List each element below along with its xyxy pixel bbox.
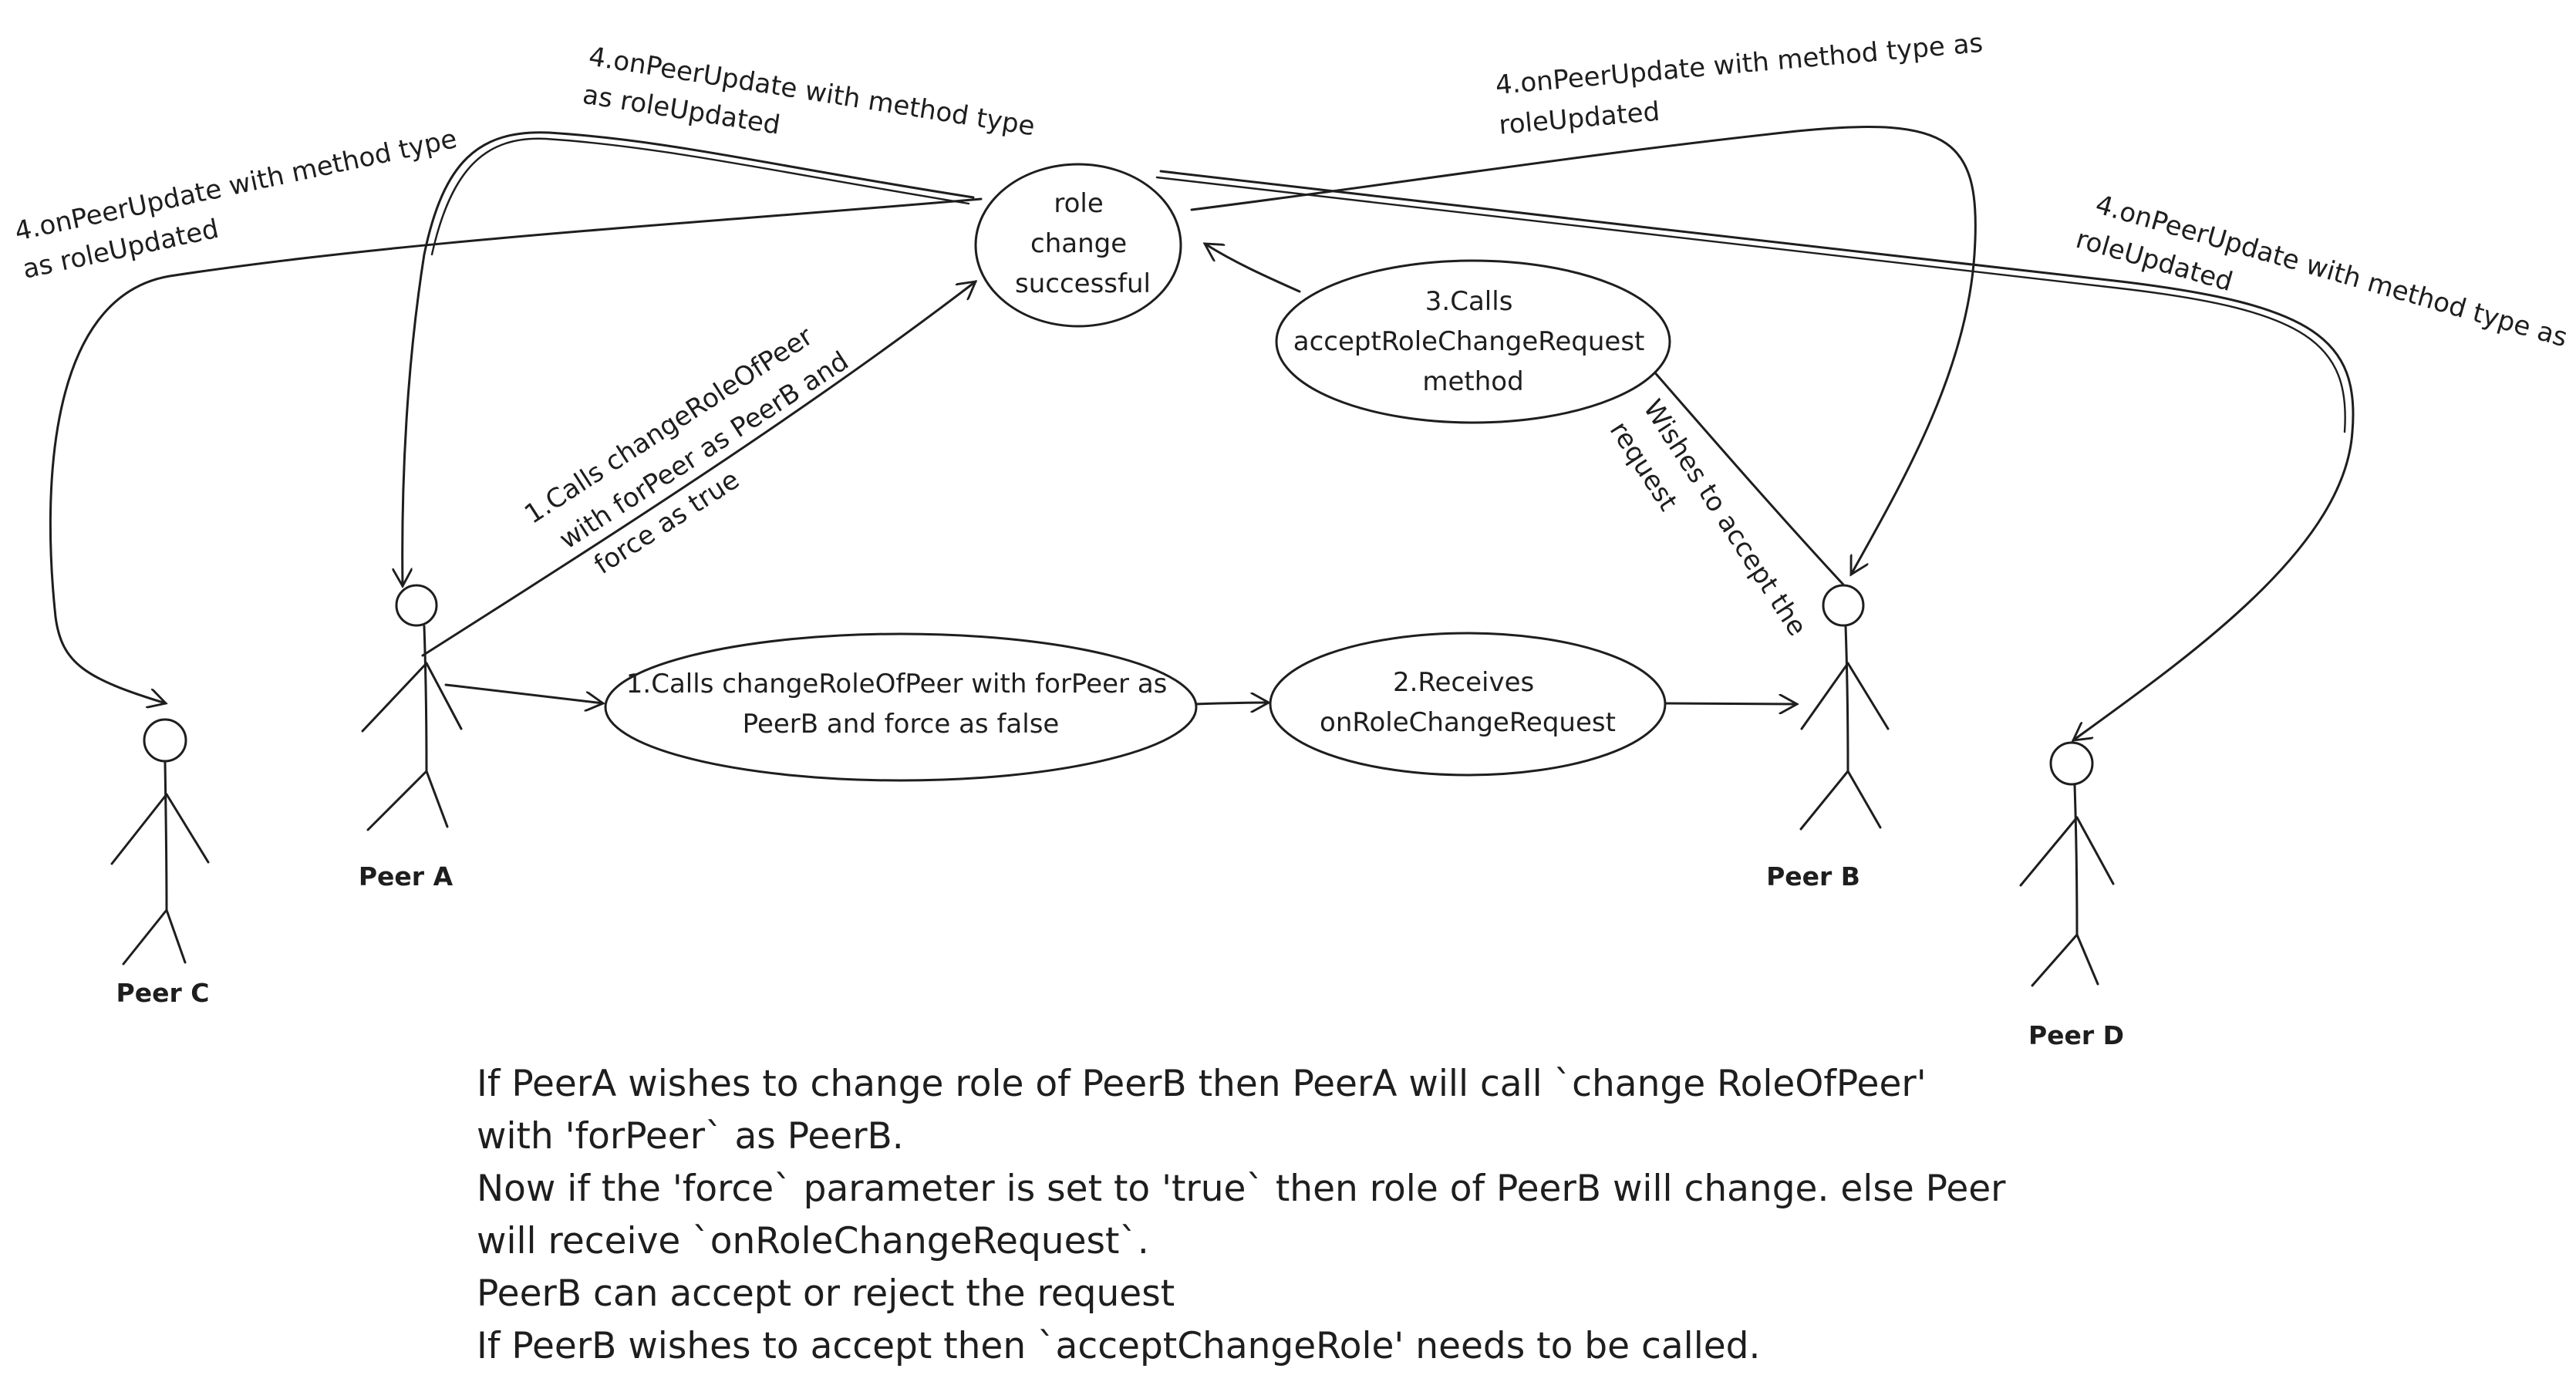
edge-label-force-true-line-2: with forPeer as PeerB and <box>554 345 854 555</box>
actor-peer-a <box>361 584 463 831</box>
edge-label-update-peer-b: 4.onPeerUpdate with method type as roleU… <box>1494 27 1996 141</box>
note-line-3: Now if the 'force` parameter is set to '… <box>477 1168 2006 1210</box>
arrow-peera-to-role-change <box>421 281 976 657</box>
svg-text:4.onPeerUpdate with method typ: 4.onPeerUpdate with method type as roleU… <box>581 41 1045 181</box>
node-role-change-line-2: change <box>1030 228 1127 259</box>
svg-text:role change succes: role change successful <box>1015 188 1151 299</box>
arrow-role-change-to-peera-sketch <box>430 137 970 256</box>
arrow-role-change-to-peera <box>403 131 975 586</box>
node-change-role-line-1: 1.Calls changeRoleOfPeer with forPeer as <box>626 669 1168 699</box>
arrow-accept-to-role-change <box>1205 244 1301 293</box>
node-accept-line-1: 3.Calls <box>1425 286 1513 317</box>
explanation-notes: If PeerA wishes to change role of PeerB … <box>477 1058 2019 1373</box>
node-accept-line-3: method <box>1422 366 1523 397</box>
note-line-6: If PeerB wishes to accept then `acceptCh… <box>477 1325 1761 1367</box>
edge-label-update-c-line-1: 4.onPeerUpdate with method type <box>12 123 460 248</box>
svg-text:1.Calls changeRoleOfPeer with: 1.Calls changeRoleOfPeer with forPeer as… <box>626 669 1175 740</box>
actor-peer-c <box>110 718 210 966</box>
arrow-peerb-to-accept <box>1631 345 1845 586</box>
arrow-receives-to-peerb <box>1664 703 1797 704</box>
note-line-1: If PeerA wishes to change role of PeerB … <box>477 1063 1927 1105</box>
node-role-change-line-3: successful <box>1015 268 1151 299</box>
actor-label-peer-c: Peer C <box>116 978 210 1008</box>
note-line-4: will receive `onRoleChangeRequest`. <box>477 1220 1149 1262</box>
actor-peer-b <box>1799 584 1890 831</box>
arrow-role-change-to-peerd-sketch <box>1155 176 2346 433</box>
arrow-role-change-to-peerd <box>1159 170 2355 740</box>
node-change-role-line-2: PeerB and force as false <box>743 709 1060 740</box>
arrow-role-change-to-peerb <box>1190 125 1977 575</box>
node-accept-role-change-request: 3.Calls acceptRoleChangeRequest method <box>1275 259 1671 424</box>
edge-label-update-peer-c: 4.onPeerUpdate with method type as roleU… <box>12 122 476 285</box>
node-receives-line-1: 2.Receives <box>1393 667 1534 698</box>
edge-label-force-true: 1.Calls changeRoleOfPeer with forPeer as… <box>519 308 883 598</box>
arrow-peera-to-change-role-false <box>444 683 603 703</box>
edge-label-update-b-line-1: 4.onPeerUpdate with method type as <box>1494 28 1984 101</box>
actor-label-peer-a: Peer A <box>359 861 453 891</box>
arrow-role-change-to-peerc <box>49 197 983 703</box>
node-change-role-force-false: 1.Calls changeRoleOfPeer with forPeer as… <box>604 632 1198 782</box>
svg-text:4.onPeerUpdate with method typ: 4.onPeerUpdate with method type as roleU… <box>2072 187 2576 393</box>
edge-label-update-peer-a: 4.onPeerUpdate with method type as roleU… <box>581 41 1045 181</box>
node-role-change-line-1: role <box>1054 188 1103 219</box>
arrow-change-role-to-receives <box>1192 703 1269 704</box>
svg-text:4.onPeerUpdate with method typ: 4.onPeerUpdate with method type as roleU… <box>12 122 476 285</box>
note-line-5: PeerB can accept or reject the request <box>477 1272 1175 1315</box>
actor-label-peer-d: Peer D <box>2028 1020 2124 1050</box>
svg-text:1.Calls changeRoleOfPeer: 1.Calls changeRoleOfPeer with forPeer as… <box>519 308 883 598</box>
node-accept-line-2: acceptRoleChangeRequest <box>1293 326 1645 357</box>
node-receives-role-change-request: 2.Receives onRoleChangeRequest <box>1269 632 1667 777</box>
edge-label-update-peer-d: 4.onPeerUpdate with method type as roleU… <box>2072 187 2576 393</box>
edge-label-wishes-line-1: Wishes to accept the <box>1637 394 1812 642</box>
svg-text:2.Receives onRoleChangeR: 2.Receives onRoleChangeRequest <box>1320 667 1616 738</box>
svg-text:4.onPeerUpdate with method typ: 4.onPeerUpdate with method type as roleU… <box>1494 27 1996 141</box>
actor-label-peer-b: Peer B <box>1766 861 1860 891</box>
node-role-change-successful: role change successful <box>974 163 1182 328</box>
edge-label-update-b-line-2: roleUpdated <box>1498 96 1661 141</box>
actor-peer-d <box>2019 741 2115 987</box>
node-receives-line-2: onRoleChangeRequest <box>1320 707 1616 738</box>
svg-text:3.Calls acceptRoleChange: 3.Calls acceptRoleChangeRequest method <box>1293 286 1653 397</box>
note-line-2: with 'forPeer` as PeerB. <box>477 1115 904 1158</box>
